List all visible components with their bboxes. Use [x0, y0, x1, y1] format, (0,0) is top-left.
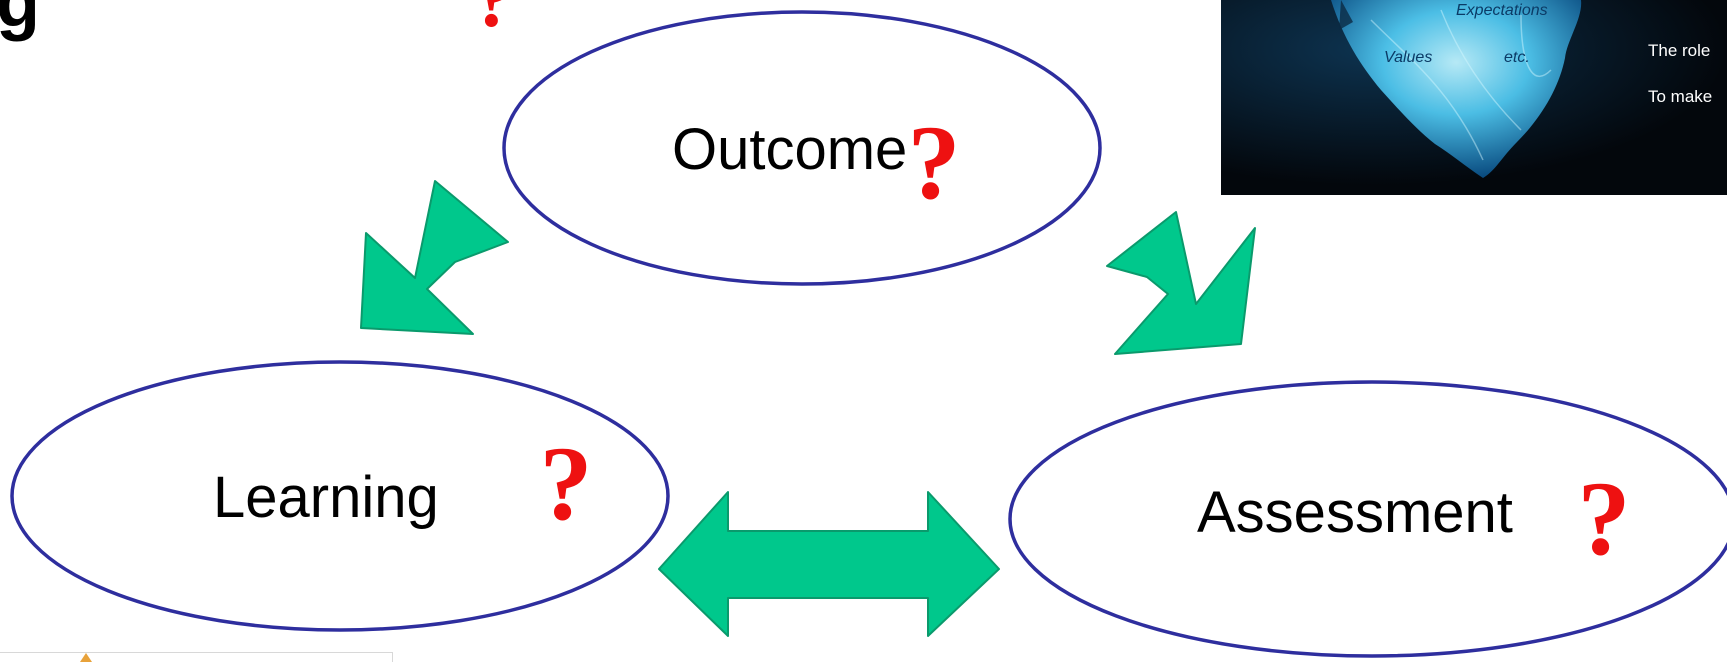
- iceberg-label-values: Values: [1384, 49, 1433, 66]
- iceberg-label-etc: etc.: [1504, 49, 1530, 66]
- arrow-learning-assessment: [658, 491, 1000, 637]
- outcome-label: Outcome: [672, 117, 907, 182]
- arrow-outcome-to-learning: [360, 180, 509, 335]
- bottom-left-thumbnail-edge: [0, 652, 393, 662]
- learning-label: Learning: [213, 465, 439, 530]
- assessment-ellipse: [1008, 380, 1727, 658]
- learning-ellipse: [10, 360, 670, 632]
- thumbnail-marker-icon: [80, 653, 92, 662]
- outcome-question-mark: ?: [908, 104, 961, 221]
- iceberg-caption-2: To make: [1648, 87, 1713, 106]
- assessment-question-mark: ?: [1578, 460, 1631, 577]
- outcome-ellipse: [502, 10, 1102, 286]
- iceberg-image: Expectations Values etc. The role To mak…: [1221, 0, 1727, 195]
- iceberg-label-expectations: Expectations: [1456, 2, 1548, 19]
- arrow-outcome-to-assessment: [1106, 211, 1256, 355]
- title-question-mark: ?: [474, 0, 514, 44]
- slide-title-fragment: g: [0, 0, 40, 42]
- iceberg-caption-1: The role: [1648, 41, 1711, 60]
- learning-question-mark: ?: [540, 425, 593, 542]
- iceberg-graphic: [1221, 0, 1727, 195]
- assessment-label: Assessment: [1197, 480, 1513, 545]
